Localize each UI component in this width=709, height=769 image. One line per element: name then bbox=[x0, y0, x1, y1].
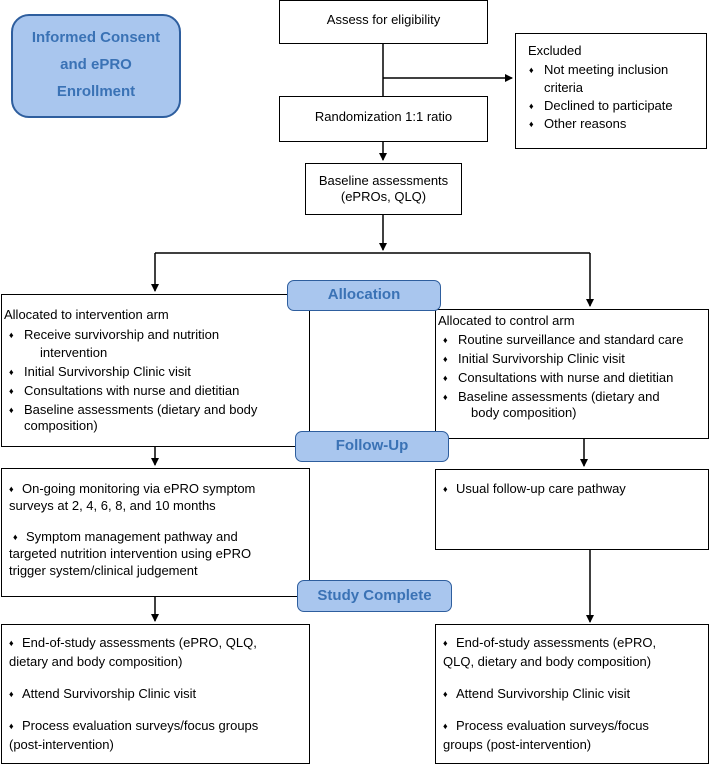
randomization-box: Randomization 1:1 ratio bbox=[279, 96, 488, 142]
excluded-bullet-1: ♦ bbox=[529, 65, 534, 75]
intervention-arm-bullet-1: ♦ bbox=[9, 330, 14, 340]
intervention-arm-bullet-4: ♦ bbox=[9, 405, 14, 415]
intervention-followup-item-2-cont2: trigger system/clinical judgement bbox=[9, 563, 198, 578]
control-complete-box: ♦ End-of-study assessments (ePRO, QLQ, d… bbox=[435, 624, 709, 764]
enrollment-label-line1: Informed Consent bbox=[31, 29, 161, 46]
intervention-arm-item-3: Consultations with nurse and dietitian bbox=[24, 383, 240, 398]
intervention-complete-item-1-cont: dietary and body composition) bbox=[9, 654, 183, 669]
intervention-complete-bullet-1: ♦ bbox=[9, 638, 14, 648]
intervention-complete-item-1: End-of-study assessments (ePRO, QLQ, bbox=[22, 635, 257, 650]
excluded-bullet-3: ♦ bbox=[529, 119, 534, 129]
intervention-complete-box: ♦ End-of-study assessments (ePRO, QLQ, d… bbox=[1, 624, 310, 764]
control-arm-title: Allocated to control arm bbox=[438, 313, 575, 328]
excluded-item-1: Not meeting inclusion bbox=[544, 62, 669, 77]
intervention-followup-item-1-cont: surveys at 2, 4, 6, 8, and 10 months bbox=[9, 498, 216, 513]
control-arm-bullet-4: ♦ bbox=[443, 392, 448, 402]
enrollment-box: Informed Consent and ePRO Enrollment bbox=[11, 14, 181, 118]
control-complete-item-3-cont: groups (post-intervention) bbox=[443, 737, 592, 752]
control-complete-bullet-3: ♦ bbox=[443, 721, 448, 731]
control-arm-item-1: Routine surveillance and standard care bbox=[458, 332, 684, 347]
intervention-arm-item-4: Baseline assessments (dietary and body bbox=[24, 402, 258, 417]
control-arm-item-3: Consultations with nurse and dietitian bbox=[458, 370, 674, 385]
control-arm-item-4-cont: body composition) bbox=[471, 405, 577, 420]
baseline-label-line2: (ePROs, QLQ) bbox=[340, 189, 427, 204]
eligibility-box: Assess for eligibility bbox=[279, 0, 488, 44]
baseline-label-line1: Baseline assessments bbox=[318, 173, 449, 188]
baseline-box: Baseline assessments (ePROs, QLQ) bbox=[305, 163, 462, 215]
intervention-arm-item-1: Receive survivorship and nutrition bbox=[24, 327, 220, 342]
stage-allocation: Allocation bbox=[287, 280, 441, 311]
intervention-complete-item-3: Process evaluation surveys/focus groups bbox=[22, 718, 259, 733]
randomization-label: Randomization 1:1 ratio bbox=[314, 109, 453, 124]
intervention-complete-bullet-2: ♦ bbox=[9, 689, 14, 699]
control-arm-item-2: Initial Survivorship Clinic visit bbox=[458, 351, 625, 366]
excluded-item-3: Other reasons bbox=[544, 116, 627, 131]
control-followup-item-1: Usual follow-up care pathway bbox=[456, 481, 626, 496]
intervention-followup-item-2: Symptom management pathway and bbox=[26, 529, 238, 544]
excluded-item-1-cont: criteria bbox=[544, 80, 584, 95]
control-arm-bullet-1: ♦ bbox=[443, 335, 448, 345]
intervention-arm-box: Allocated to intervention arm ♦ Receive … bbox=[1, 294, 310, 447]
control-complete-bullet-2: ♦ bbox=[443, 689, 448, 699]
intervention-arm-item-2: Initial Survivorship Clinic visit bbox=[24, 364, 191, 379]
intervention-arm-bullet-3: ♦ bbox=[9, 386, 14, 396]
control-complete-item-1: End-of-study assessments (ePRO, bbox=[456, 635, 657, 650]
intervention-followup-bullet-2: ♦ bbox=[13, 532, 18, 542]
intervention-arm-item-1-cont: intervention bbox=[40, 345, 108, 360]
intervention-complete-bullet-3: ♦ bbox=[9, 721, 14, 731]
stage-followup: Follow-Up bbox=[295, 431, 449, 462]
control-followup-box: ♦ Usual follow-up care pathway bbox=[435, 469, 709, 550]
control-complete-item-1-cont: QLQ, dietary and body composition) bbox=[443, 654, 652, 669]
control-complete-bullet-1: ♦ bbox=[443, 638, 448, 648]
control-complete-item-2: Attend Survivorship Clinic visit bbox=[456, 686, 631, 701]
intervention-followup-bullet-1: ♦ bbox=[9, 484, 14, 494]
excluded-title: Excluded bbox=[528, 43, 582, 58]
intervention-arm-title: Allocated to intervention arm bbox=[4, 307, 169, 322]
control-complete-item-3: Process evaluation surveys/focus bbox=[456, 718, 649, 733]
enrollment-label-line2: and ePRO bbox=[60, 56, 132, 73]
intervention-arm-bullet-2: ♦ bbox=[9, 367, 14, 377]
stage-study-complete: Study Complete bbox=[297, 580, 452, 612]
eligibility-label: Assess for eligibility bbox=[326, 12, 441, 27]
control-arm-bullet-2: ♦ bbox=[443, 354, 448, 364]
intervention-followup-item-2-cont1: targeted nutrition intervention using eP… bbox=[9, 546, 252, 561]
intervention-followup-box: ♦ On-going monitoring via ePRO symptom s… bbox=[1, 468, 310, 597]
control-arm-bullet-3: ♦ bbox=[443, 373, 448, 383]
control-arm-box: Allocated to control arm ♦ Routine surve… bbox=[435, 309, 709, 439]
intervention-arm-item-4-cont: composition) bbox=[24, 418, 98, 433]
intervention-complete-item-2: Attend Survivorship Clinic visit bbox=[22, 686, 197, 701]
control-arm-item-4: Baseline assessments (dietary and bbox=[458, 389, 660, 404]
control-followup-bullet-1: ♦ bbox=[443, 484, 448, 494]
excluded-box: Excluded ♦ Not meeting inclusion criteri… bbox=[515, 33, 707, 149]
excluded-item-2: Declined to participate bbox=[544, 98, 673, 113]
enrollment-label-line3: Enrollment bbox=[56, 83, 136, 100]
intervention-followup-item-1: On-going monitoring via ePRO symptom bbox=[22, 481, 256, 496]
excluded-bullet-2: ♦ bbox=[529, 101, 534, 111]
intervention-complete-item-3-cont: (post-intervention) bbox=[9, 737, 114, 752]
